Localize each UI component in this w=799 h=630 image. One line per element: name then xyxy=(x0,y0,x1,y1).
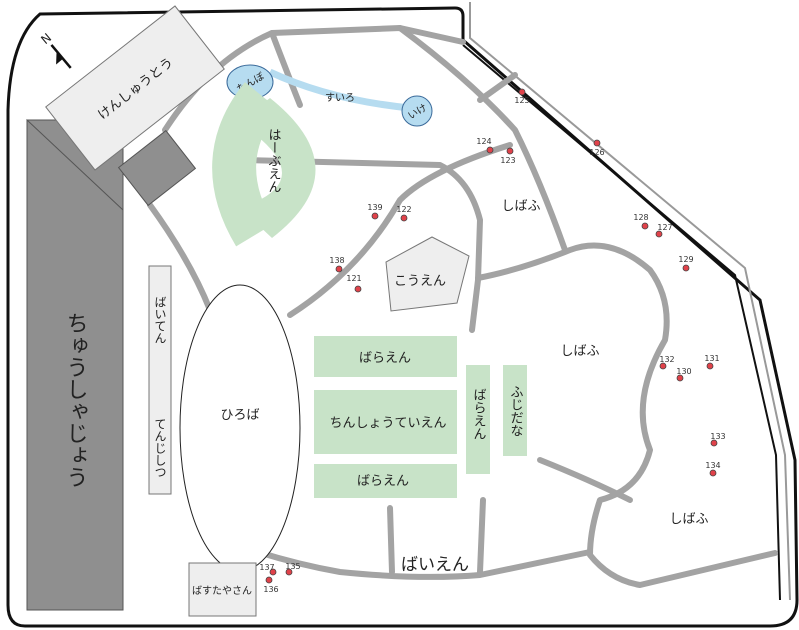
marker-123-label: 123 xyxy=(500,156,515,165)
baien-label: ばいえん xyxy=(401,555,469,575)
kouen-label: こうえん xyxy=(394,274,446,289)
marker-128-dot xyxy=(641,222,649,230)
marker-136-label: 136 xyxy=(263,585,278,594)
suiro-channel xyxy=(268,68,411,112)
parking-lot-shape xyxy=(26,118,124,611)
marker-130-label: 130 xyxy=(676,367,691,376)
rose-garden-top-label: ばらえん xyxy=(359,351,411,366)
wisteria-label: ふじだな xyxy=(508,385,524,437)
park-boundary xyxy=(6,6,799,628)
marker-131-dot xyxy=(706,362,714,370)
marker-136-dot xyxy=(265,576,273,584)
marker-139-dot xyxy=(371,212,379,220)
tenjishitsu-label: てんじしつ xyxy=(153,418,167,478)
marker-122-label: 122 xyxy=(396,205,411,214)
rose-garden-bottom-label: ばらえん xyxy=(357,474,409,489)
marker-123-dot xyxy=(506,147,514,155)
marker-121-label: 121 xyxy=(346,274,361,283)
bastei-label: ばすたやさん xyxy=(192,585,252,597)
roads xyxy=(147,25,778,588)
marker-125-dot xyxy=(518,88,526,96)
marker-133-label: 133 xyxy=(710,432,725,441)
ike-pond xyxy=(401,95,433,127)
ornamental-garden-label: ちんしょうていえん xyxy=(329,416,446,431)
marker-134-dot xyxy=(709,469,717,477)
marker-135-label: 135 xyxy=(285,562,300,571)
rose-garden-bottom xyxy=(314,464,457,498)
marker-129-label: 129 xyxy=(678,255,693,264)
marker-131-label: 131 xyxy=(704,354,719,363)
suiro-label: すいろ xyxy=(325,92,355,104)
marker-126-label: 126 xyxy=(589,148,604,157)
marker-132-label: 132 xyxy=(659,355,674,364)
baiten-building xyxy=(148,265,172,495)
marker-132-dot xyxy=(659,362,667,370)
marker-135-dot xyxy=(285,568,293,576)
dark-annex xyxy=(117,129,197,207)
marker-126-dot xyxy=(593,139,601,147)
baiten-label: ばいてん xyxy=(153,296,167,344)
marker-127-label: 127 xyxy=(657,223,672,232)
marker-137-label: 137 xyxy=(259,563,274,572)
bastei-building xyxy=(188,562,257,617)
wisteria-trellis xyxy=(503,365,527,456)
markers: 121 122 123 124 125 126 127 128 129 130 131 132 133 1… xyxy=(259,88,726,594)
marker-134-label: 134 xyxy=(705,461,720,470)
marker-124-label: 124 xyxy=(476,137,491,146)
east-boundary-inner xyxy=(462,44,781,601)
kenshuto-building: けんしゅうとう xyxy=(45,5,225,171)
marker-137-dot xyxy=(269,568,277,576)
parking-label: ちゅうしゃじょう xyxy=(63,312,88,488)
plaza-label: ひろば xyxy=(220,408,259,423)
marker-128-label: 128 xyxy=(633,213,648,222)
rose-garden-vertical-label: ばらえん xyxy=(471,388,486,440)
marker-138-label: 138 xyxy=(329,256,344,265)
marker-133-dot xyxy=(710,439,718,447)
marker-121-dot xyxy=(354,285,362,293)
lawn-middle-label: しばふ xyxy=(560,344,599,359)
kouen-area xyxy=(385,236,470,312)
marker-138-dot xyxy=(335,265,343,273)
marker-130-dot xyxy=(676,374,684,382)
rose-garden-vertical xyxy=(466,365,490,474)
herb-garden-label: はーぶえん xyxy=(266,128,282,193)
marker-122-dot xyxy=(400,214,408,222)
compass-label: N xyxy=(38,31,54,47)
lawn-top-label: しばふ xyxy=(501,199,540,214)
herb-garden-band xyxy=(212,82,280,247)
marker-127-dot xyxy=(655,230,663,238)
compass-icon: N xyxy=(38,31,72,69)
east-boundary-outer xyxy=(469,2,791,601)
marker-139-label: 139 xyxy=(367,203,382,212)
ornamental-garden xyxy=(314,390,457,454)
rose-garden-top xyxy=(314,336,457,377)
plaza-oval xyxy=(179,284,301,572)
marker-129-dot xyxy=(682,264,690,272)
marker-125-label: 125 xyxy=(514,96,529,105)
marker-124-dot xyxy=(486,146,494,154)
lawn-bottom-label: しばふ xyxy=(669,512,708,527)
